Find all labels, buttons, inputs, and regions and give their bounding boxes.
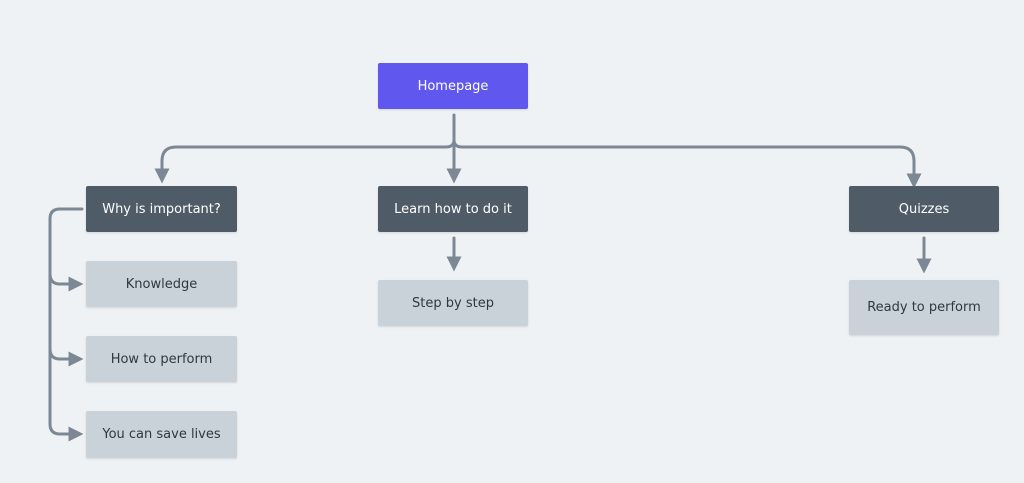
node-how-to-perform[interactable]: How to perform [86,336,237,382]
node-ready-to-perform[interactable]: Ready to perform [849,280,999,335]
node-homepage[interactable]: Homepage [378,63,528,109]
connector-why-spine [48,207,84,442]
node-knowledge[interactable]: Knowledge [86,261,237,307]
node-step-by-step[interactable]: Step by step [378,280,528,326]
node-learn-how-to-do-it[interactable]: Learn how to do it [378,186,528,232]
connector-root-to-quizzes [452,138,922,189]
connector-why-to-how [48,347,84,367]
node-quizzes[interactable]: Quizzes [849,186,999,232]
connector-why-to-knowledge [48,272,84,292]
connector-root-to-why [154,138,456,184]
node-you-can-save-lives[interactable]: You can save lives [86,411,237,458]
node-why-is-important[interactable]: Why is important? [86,186,237,232]
